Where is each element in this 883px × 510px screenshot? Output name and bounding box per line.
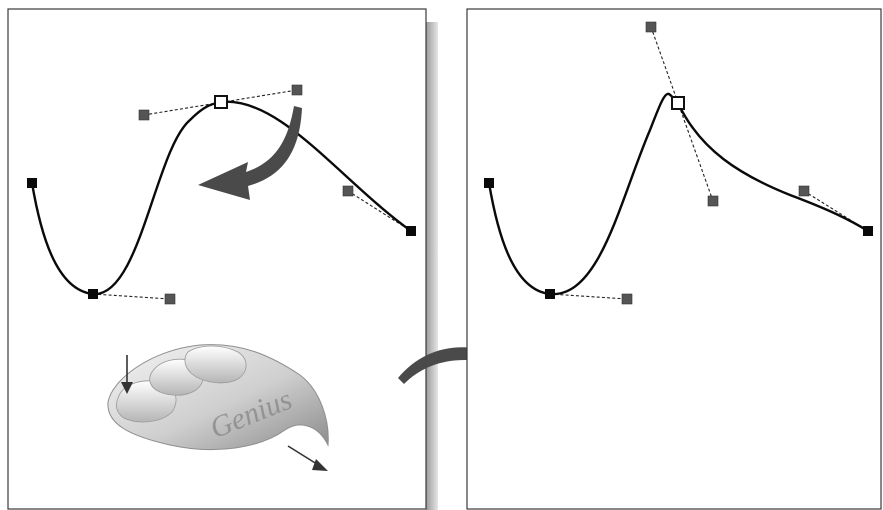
curve-node[interactable]: [27, 178, 37, 188]
curve-node[interactable]: [88, 289, 98, 299]
selected-node[interactable]: [671, 96, 685, 110]
curve-node[interactable]: [484, 178, 494, 188]
control-handle[interactable]: [707, 195, 719, 207]
control-handle[interactable]: [621, 293, 633, 305]
panel-before-shadow: [426, 22, 438, 510]
panel-before: Genius: [7, 8, 438, 510]
panel-after: [466, 8, 882, 510]
panel-after-frame: [466, 8, 882, 510]
curve-node[interactable]: [406, 226, 416, 236]
control-handle[interactable]: [645, 21, 657, 33]
control-handle[interactable]: [798, 185, 810, 197]
control-handle[interactable]: [138, 109, 150, 121]
control-handle-line: [549, 293, 628, 300]
curved-arrow-icon: [198, 106, 302, 200]
mouse-icon: Genius: [107, 344, 329, 451]
down-arrow-icon: [121, 355, 133, 394]
bezier-curve: [487, 92, 870, 296]
control-handle-line: [92, 293, 171, 300]
control-handle[interactable]: [291, 84, 303, 96]
selected-node[interactable]: [214, 95, 228, 109]
diagonal-arrow-icon: [287, 445, 328, 471]
control-handle-line: [347, 190, 412, 232]
control-handle[interactable]: [342, 185, 354, 197]
control-handle[interactable]: [164, 293, 176, 305]
curve-node[interactable]: [545, 289, 555, 299]
curve-node[interactable]: [863, 226, 873, 236]
